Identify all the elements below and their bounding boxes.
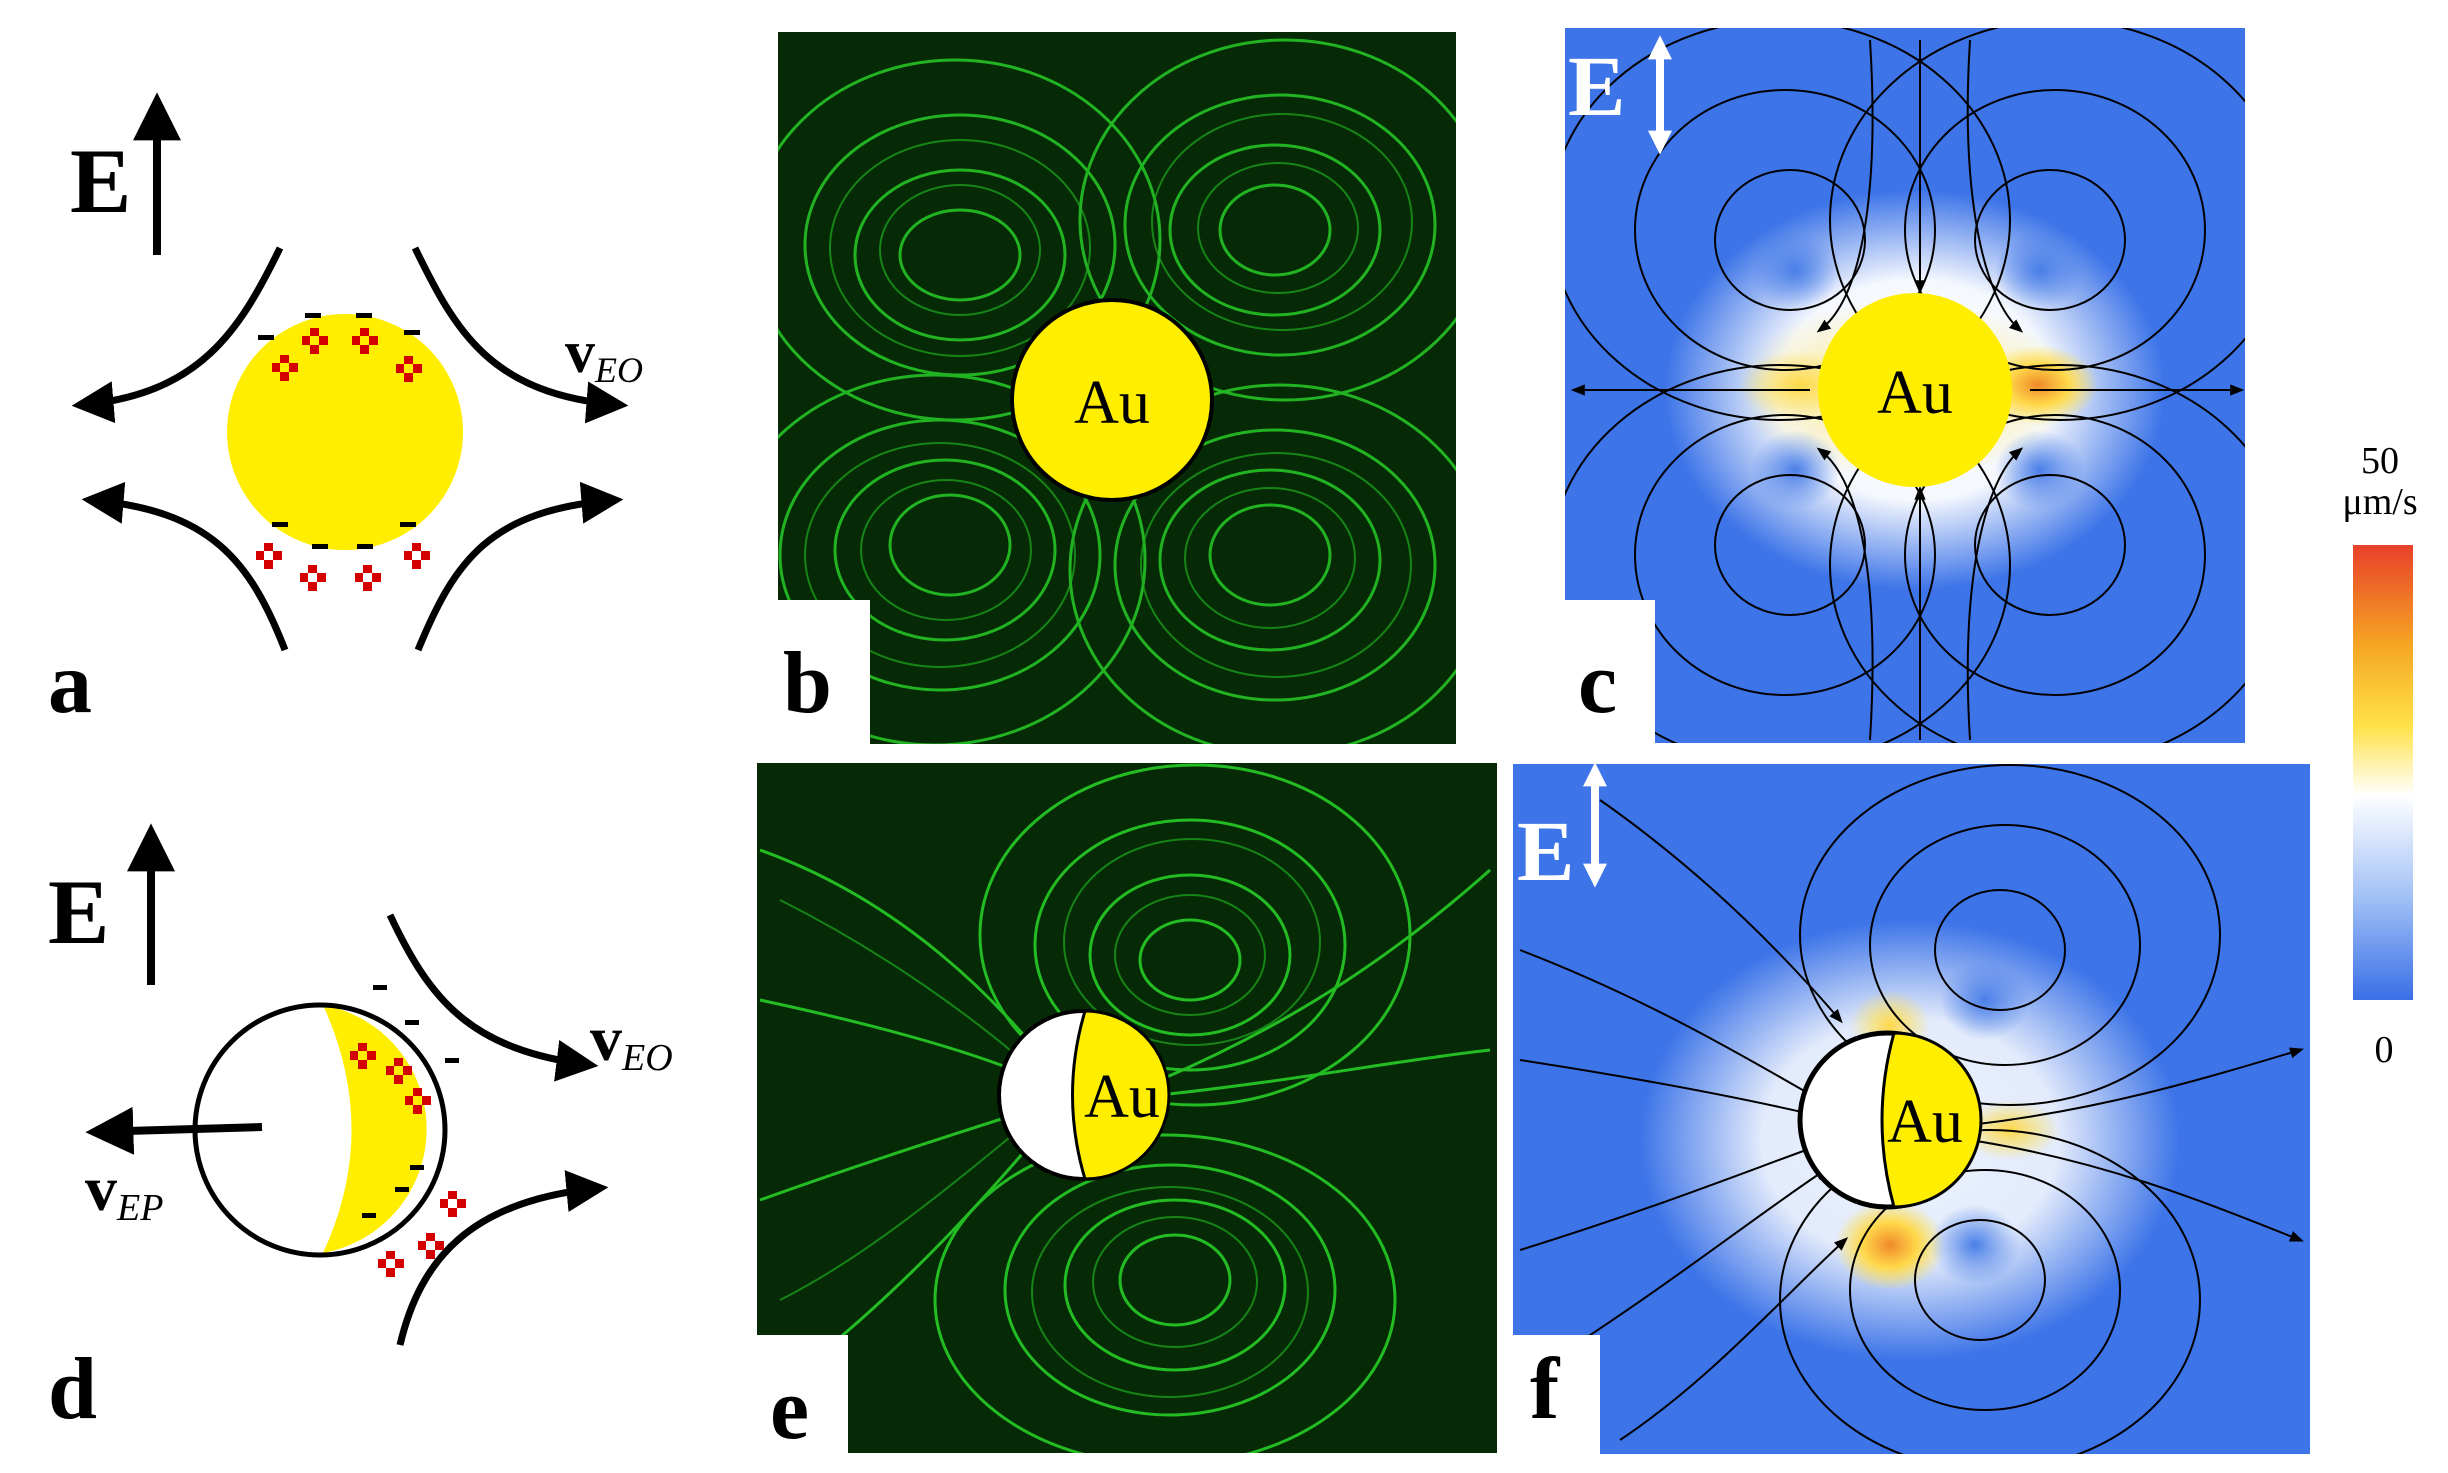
panel-letter-c: c	[1578, 635, 1617, 732]
panel-letter-b: b	[783, 635, 832, 732]
field-label-e: E	[1568, 38, 1625, 134]
panel-a: E vEO a	[48, 92, 643, 732]
streamlines-f	[1519, 764, 2305, 1454]
streamlines-c	[1565, 28, 2245, 743]
particle-label: Au	[1074, 369, 1150, 437]
au-particle	[1010, 298, 1214, 502]
negative-charges-bottom	[272, 522, 416, 549]
velocity-label-ep: vEP	[85, 1153, 163, 1229]
particle-label: Au	[1887, 1088, 1963, 1156]
flow-arrow-upper	[386, 913, 599, 1082]
janus-gold-half	[1880, 1031, 1983, 1209]
janus-gold-half	[1071, 1009, 1171, 1181]
velocity-label-eo: vEO	[565, 319, 643, 390]
panel-letter-e: e	[770, 1361, 809, 1458]
colorbar-unit: μm/s	[2342, 481, 2417, 523]
colorbar-min: 0	[2375, 1029, 2394, 1071]
flow-arrow-lower	[396, 1170, 609, 1346]
positive-charges-bottom	[256, 543, 430, 591]
flow-arrow-upper-left	[71, 246, 284, 424]
negative-charges-d	[362, 985, 459, 1218]
panel-letter-a: a	[48, 635, 92, 732]
ep-arrow	[85, 1106, 263, 1155]
panel-d: E vEO vEP d	[48, 823, 673, 1438]
flow-arrow-lower-left	[81, 481, 289, 652]
negative-charges-top	[258, 313, 420, 340]
field-label-e: E	[1517, 803, 1574, 899]
colorbar: 50 μm/s 0	[2342, 440, 2417, 1071]
panel-f: Au E f	[1505, 762, 2310, 1460]
positive-charges-top	[272, 328, 422, 382]
panel-c: Au E c	[1555, 28, 2245, 750]
flow-arrow-upper-right	[411, 246, 629, 424]
au-sphere	[227, 314, 463, 550]
panel-letter-f: f	[1530, 1341, 1561, 1438]
panel-b: Au b	[760, 32, 1456, 750]
particle-label: Au	[1084, 1063, 1160, 1131]
green-streaks-b	[778, 38, 1456, 744]
colorbar-max: 50	[2361, 440, 2399, 482]
au-particle	[1818, 293, 2012, 487]
field-label-e: E	[70, 130, 131, 232]
panel-e: Au e	[748, 763, 1497, 1460]
particle-label: Au	[1877, 359, 1953, 427]
colorbar-gradient	[2353, 545, 2413, 1000]
flow-arrow-lower-right	[414, 481, 624, 652]
field-label-e: E	[48, 861, 109, 963]
velocity-label-eo: vEO	[590, 1003, 673, 1079]
panel-letter-d: d	[48, 1341, 97, 1438]
positive-charges-d	[350, 1043, 466, 1277]
